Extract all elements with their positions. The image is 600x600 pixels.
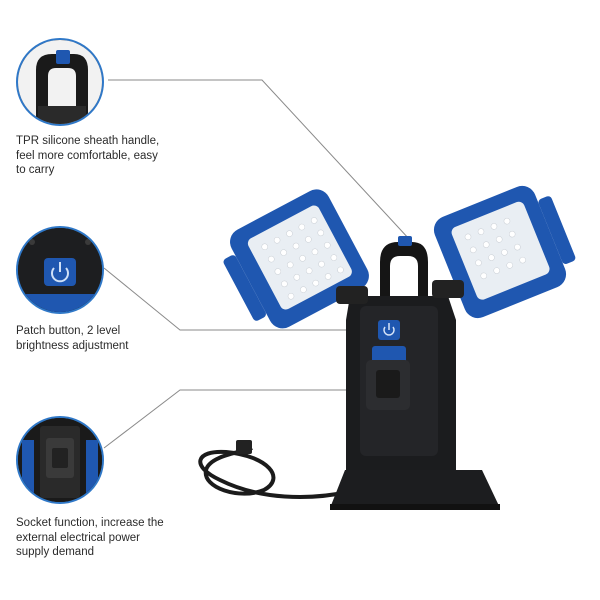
leader-line-button (103, 267, 384, 331)
right-floodlight (433, 185, 576, 319)
left-floodlight (223, 189, 369, 329)
feature-text-handle: TPR silicone sheath handle, feel more co… (16, 135, 160, 176)
socket-closeup-circle (16, 416, 104, 504)
left-pivot-arm (336, 286, 368, 304)
handle-closeup-circle (16, 38, 104, 126)
feature-text-button: Patch button, 2 level brightness adjustm… (16, 325, 129, 352)
leader-line-handle (108, 79, 411, 241)
socket-closeup-icon (18, 418, 102, 502)
feature-text-socket: Socket function, increase the external e… (16, 517, 164, 558)
handle-closeup-icon (18, 40, 102, 124)
button-closeup-circle (16, 226, 104, 314)
right-pivot-arm (432, 280, 464, 298)
power-cord (198, 446, 349, 499)
power-button-closeup-icon (18, 228, 102, 312)
leader-line-socket (103, 389, 378, 449)
carry-handle (380, 242, 428, 296)
plug (236, 440, 252, 454)
base (330, 470, 500, 508)
